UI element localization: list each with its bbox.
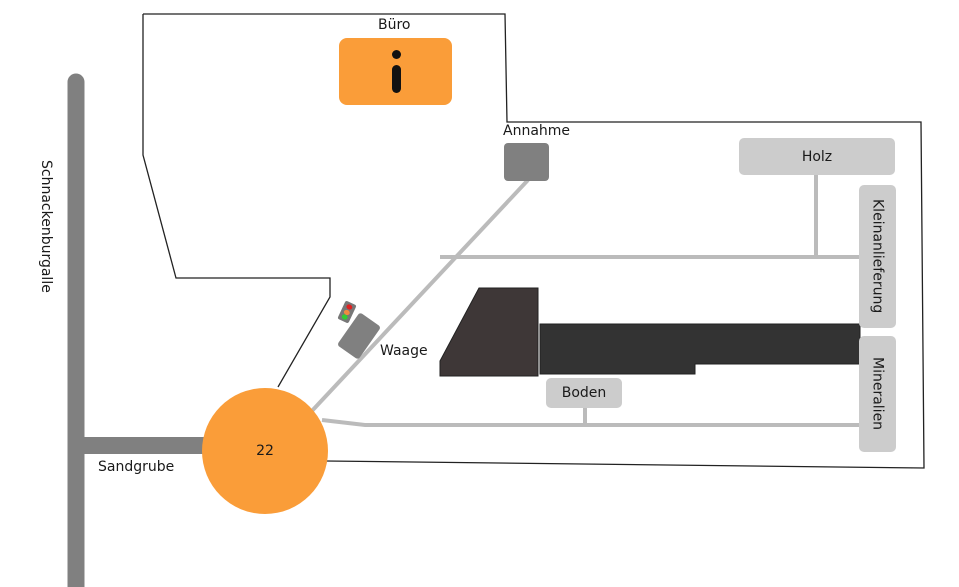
property-boundary [143, 13, 925, 469]
internal-paths [308, 175, 862, 427]
property-boundary-west [142, 14, 331, 388]
station-kleinanlieferung[interactable]: Kleinanlieferung [859, 185, 896, 328]
building-brown [439, 287, 539, 377]
station-mineralien[interactable]: Mineralien [859, 336, 896, 452]
office-building[interactable] [339, 38, 452, 105]
info-icon [391, 49, 401, 94]
reception-label: Annahme [503, 123, 571, 139]
station-holz-label: Holz [801, 148, 833, 165]
station-kleinanlieferung-label: Kleinanlieferung [869, 199, 886, 314]
path-to-annahme [308, 178, 530, 415]
path-lower [321, 418, 862, 427]
house-number: 22 [256, 443, 274, 459]
street-sandgrube [76, 437, 206, 454]
office-label: Büro [378, 17, 411, 33]
reception-building[interactable] [504, 143, 549, 181]
house-number-marker[interactable]: 22 [202, 388, 328, 514]
building-dark [539, 323, 861, 375]
station-boden-label: Boden [561, 385, 607, 401]
station-boden[interactable]: Boden [546, 378, 622, 408]
street-label-schnackenburgalle: Schnackenburgalle [38, 160, 54, 293]
street-label-sandgrube: Sandgrube [98, 459, 175, 475]
scale-label: Waage [380, 343, 428, 359]
station-mineralien-label: Mineralien [869, 357, 886, 431]
station-holz[interactable]: Holz [739, 138, 895, 175]
